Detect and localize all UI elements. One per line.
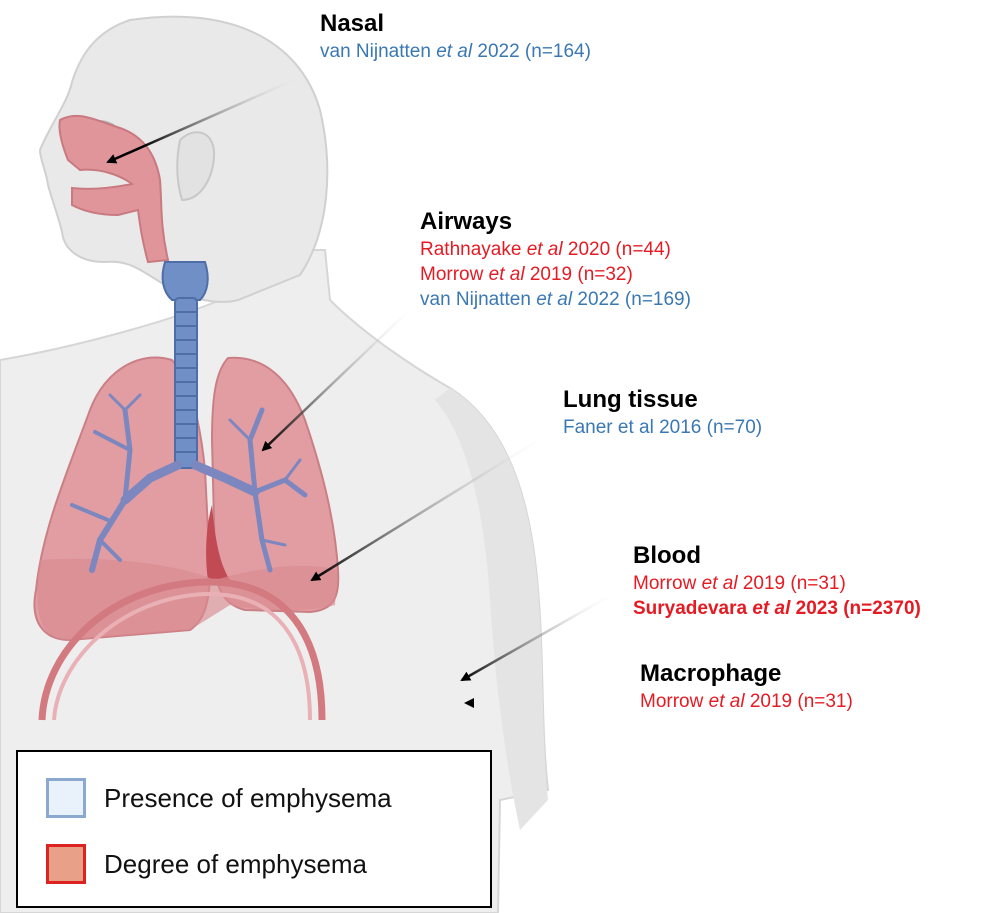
macrophage-refs: Morrow et al 2019 (n=31): [640, 692, 853, 711]
reference-et-al: et al: [536, 289, 572, 310]
reference-et-al: et al: [709, 691, 745, 712]
airways-heading: Airways: [420, 210, 691, 234]
reference-year-n: 2022 (n=164): [472, 41, 591, 62]
reference-year-n: 2019 (n=31): [738, 573, 846, 594]
blood-annotation: Blood Morrow et al 2019 (n=31) Suryadevar…: [633, 544, 921, 624]
reference-et-al: et al: [527, 239, 563, 260]
blood-refs: Morrow et al 2019 (n=31) Suryadevara et a…: [633, 574, 921, 618]
reference-line: Rathnayake et al 2020 (n=44): [420, 240, 691, 259]
legend-label-presence: Presence of emphysema: [104, 783, 392, 814]
reference-year-n: 2022 (n=169): [572, 289, 691, 310]
legend-label-degree: Degree of emphysema: [104, 849, 367, 880]
legend: Presence of emphysema Degree of emphysem…: [16, 750, 492, 908]
reference-year-n: 2023 (n=2370): [790, 598, 920, 619]
reference-line: van Nijnatten et al 2022 (n=169): [420, 290, 691, 309]
blood-heading: Blood: [633, 544, 921, 568]
legend-swatch-presence: [46, 778, 86, 818]
reference-author: Faner et al 2016 (n=70): [563, 417, 762, 438]
reference-author: Rathnayake: [420, 239, 527, 260]
legend-item-degree: Degree of emphysema: [46, 844, 367, 884]
airways-annotation: Airways Rathnayake et al 2020 (n=44) Morr…: [420, 210, 691, 315]
reference-author: Morrow: [420, 264, 489, 285]
nasal-refs: van Nijnatten et al 2022 (n=164): [320, 42, 591, 61]
airways-refs: Rathnayake et al 2020 (n=44) Morrow et al…: [420, 240, 691, 309]
reference-author: van Nijnatten: [420, 289, 536, 310]
reference-year-n: 2020 (n=44): [563, 239, 671, 260]
reference-line: van Nijnatten et al 2022 (n=164): [320, 42, 591, 61]
reference-et-al: et al: [752, 598, 790, 619]
reference-et-al: et al: [489, 264, 525, 285]
reference-author: Morrow: [633, 573, 702, 594]
reference-line: Morrow et al 2019 (n=32): [420, 265, 691, 284]
reference-line: Morrow et al 2019 (n=31): [633, 574, 921, 593]
reference-line: Faner et al 2016 (n=70): [563, 418, 762, 437]
macrophage-heading: Macrophage: [640, 662, 853, 686]
reference-line: Morrow et al 2019 (n=31): [640, 692, 853, 711]
reference-line: Suryadevara et al 2023 (n=2370): [633, 599, 921, 618]
reference-et-al: et al: [702, 573, 738, 594]
macrophage-annotation: Macrophage Morrow et al 2019 (n=31): [640, 662, 853, 717]
lung-tissue-annotation: Lung tissue Faner et al 2016 (n=70): [563, 388, 762, 443]
reference-year-n: 2019 (n=32): [525, 264, 633, 285]
nasal-heading: Nasal: [320, 12, 591, 36]
legend-swatch-degree: [46, 844, 86, 884]
lung-tissue-refs: Faner et al 2016 (n=70): [563, 418, 762, 437]
lung-tissue-heading: Lung tissue: [563, 388, 762, 412]
reference-year-n: 2019 (n=31): [745, 691, 853, 712]
reference-author: van Nijnatten: [320, 41, 436, 62]
larynx: [163, 262, 208, 300]
reference-author: Morrow: [640, 691, 709, 712]
legend-item-presence: Presence of emphysema: [46, 778, 392, 818]
reference-et-al: et al: [436, 41, 472, 62]
reference-author: Suryadevara: [633, 598, 752, 619]
nasal-annotation: Nasal van Nijnatten et al 2022 (n=164): [320, 12, 591, 67]
